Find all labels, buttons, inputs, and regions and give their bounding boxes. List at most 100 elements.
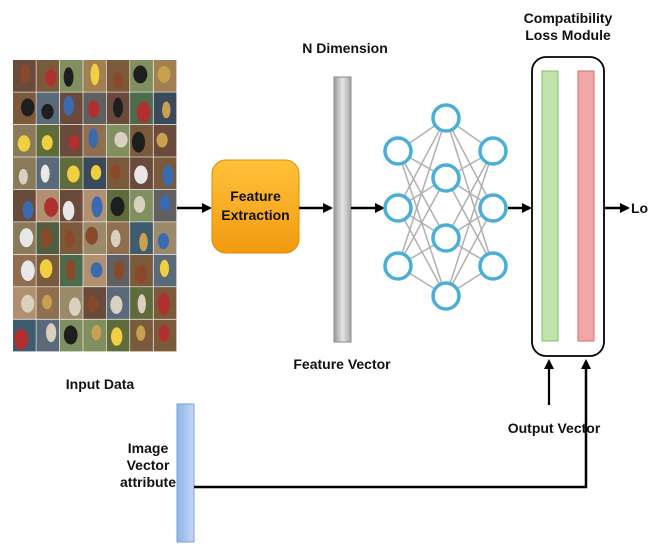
attribute-vector-bar xyxy=(176,403,195,543)
compatibility-label-line1: Compatibility xyxy=(523,10,613,26)
bird-photo-subject xyxy=(40,227,52,249)
bird-photo-subject xyxy=(91,196,103,218)
bird-photo-subject xyxy=(62,200,75,221)
bird-photo-subject xyxy=(90,63,100,86)
bird-photo-subject xyxy=(19,228,34,248)
bird-photo-subject xyxy=(133,65,148,84)
bird-photo-subject xyxy=(131,131,146,153)
bird-photo-subject xyxy=(157,292,170,315)
bird-photo-subject xyxy=(88,128,99,149)
network-edge xyxy=(445,117,494,209)
bird-photo-subject xyxy=(136,325,146,341)
bird-photo-subject xyxy=(113,71,123,90)
attribute-label: Image Vector attribute xyxy=(118,440,178,491)
attribute-label-line1: Image xyxy=(127,440,169,456)
network-edge xyxy=(445,207,494,297)
bird-photo-subject xyxy=(17,135,31,152)
neuron-node xyxy=(431,223,461,253)
bird-photo-subject xyxy=(65,259,76,281)
bird-photo-subject xyxy=(21,98,35,117)
neuron-node xyxy=(478,251,508,281)
bird-photo-subject xyxy=(114,261,125,280)
attribute-label-line2: Vector xyxy=(126,457,170,473)
feature-extraction-line2: Extraction xyxy=(221,207,290,223)
n-dimension-label: N Dimension xyxy=(302,40,388,56)
red-vector-bar xyxy=(577,70,595,342)
bird-photo-subject xyxy=(160,195,171,211)
bird-photo-subject xyxy=(162,165,174,187)
bird-photo-subject xyxy=(111,327,123,346)
bird-photo-subject xyxy=(87,295,98,313)
feature-vector-bar xyxy=(333,76,352,343)
network-edge xyxy=(397,150,447,239)
attribute-label-line3: attribute xyxy=(120,474,176,490)
bird-photo-subject xyxy=(156,132,168,148)
bird-photo-subject xyxy=(158,325,170,342)
bird-photo-subject xyxy=(63,96,75,116)
bird-photo-subject xyxy=(44,197,59,217)
neuron-node xyxy=(383,136,413,166)
bird-photo-subject xyxy=(90,165,102,180)
bird-photo-subject xyxy=(110,196,125,217)
bird-photo-subject xyxy=(45,69,57,87)
bird-photo-subject xyxy=(162,101,171,119)
bird-photo-subject xyxy=(137,294,146,314)
feature-extraction-label: Feature Extraction xyxy=(212,187,299,225)
bird-photo-subject xyxy=(40,164,50,183)
neuron-node xyxy=(478,193,508,223)
loss-output-label: Lo xyxy=(631,200,649,216)
bird-photo-subject xyxy=(42,294,52,310)
bird-photo-subject xyxy=(22,200,34,219)
output-vector-label: Output Vector xyxy=(507,420,601,436)
bird-photo-subject xyxy=(68,135,80,151)
network-edge xyxy=(445,150,494,297)
neuron-node xyxy=(431,103,461,133)
feature-extraction-line1: Feature xyxy=(230,188,281,204)
compatibility-label: Compatibility Loss Module xyxy=(508,10,628,44)
bird-photo-subject xyxy=(114,131,128,148)
bird-photo-subject xyxy=(139,232,148,252)
bird-photo-subject xyxy=(133,196,146,213)
bird-photo-subject xyxy=(63,325,78,345)
bird-photo-subject xyxy=(134,165,148,184)
bird-photo-subject xyxy=(157,65,171,83)
bird-photo-subject xyxy=(91,325,102,341)
input-data-label: Input Data xyxy=(65,376,135,392)
bird-photo-subject xyxy=(90,262,103,278)
bird-photo-subject xyxy=(85,226,98,245)
bird-photo-subject xyxy=(159,259,170,277)
network-edge xyxy=(445,117,494,267)
neuron-node xyxy=(431,281,461,311)
network-edge xyxy=(397,117,447,209)
bird-image-grid xyxy=(13,60,177,352)
bird-photo-subject xyxy=(64,230,75,248)
bird-photo-subject xyxy=(110,229,121,248)
network-edge xyxy=(397,117,447,267)
bird-photo-subject xyxy=(69,297,81,316)
bird-photo-subject xyxy=(21,260,35,282)
arrow-attribute-to-module xyxy=(194,359,591,489)
bird-photo-subject xyxy=(157,233,169,250)
network-edge xyxy=(445,150,494,239)
bird-photo-subject xyxy=(14,329,29,350)
bird-photo-subject xyxy=(134,265,148,284)
neuron-node xyxy=(383,193,413,223)
bird-photo-subject xyxy=(21,294,35,313)
bird-photo-subject xyxy=(41,103,54,120)
bird-photo-subject xyxy=(63,67,74,87)
bird-photo-subject xyxy=(110,295,123,314)
bird-photo-subject xyxy=(113,97,123,118)
bird-photo-subject xyxy=(136,101,151,124)
bird-photo-subject xyxy=(39,259,53,279)
bird-photo-subject xyxy=(41,135,53,151)
feature-extraction-box xyxy=(211,159,300,254)
bird-photo-subject xyxy=(110,164,121,180)
compatibility-label-line2: Loss Module xyxy=(525,27,611,43)
bird-photo-subject xyxy=(20,65,30,83)
neuron-node xyxy=(431,163,461,193)
feature-vector-label: Feature Vector xyxy=(293,356,391,372)
bird-photo-subject xyxy=(46,323,57,343)
network-edge xyxy=(397,177,447,267)
